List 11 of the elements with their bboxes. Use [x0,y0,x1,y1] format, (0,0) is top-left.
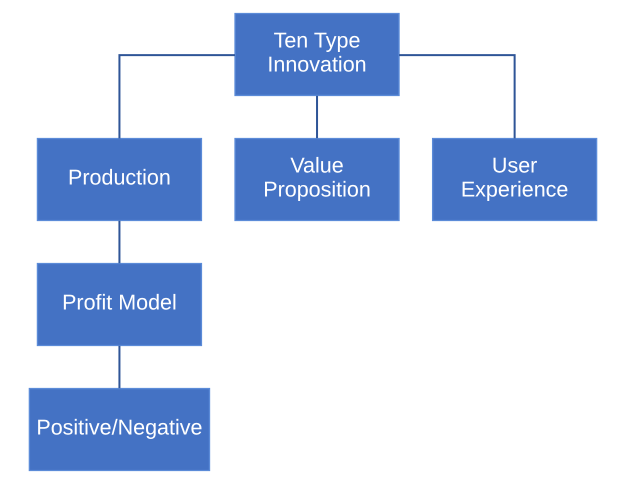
connector [118,346,120,388]
connector [118,54,235,138]
node-box: Production [36,138,202,222]
node-box: Profit Model [36,262,202,346]
connector [118,220,120,264]
node-box: Positive/Negative [28,388,210,472]
connector [399,54,516,138]
node-box: Value Proposition [234,138,400,222]
node-box: User Experience [432,138,598,222]
node-box: Ten Type Innovation [234,12,400,96]
connector [316,96,318,138]
